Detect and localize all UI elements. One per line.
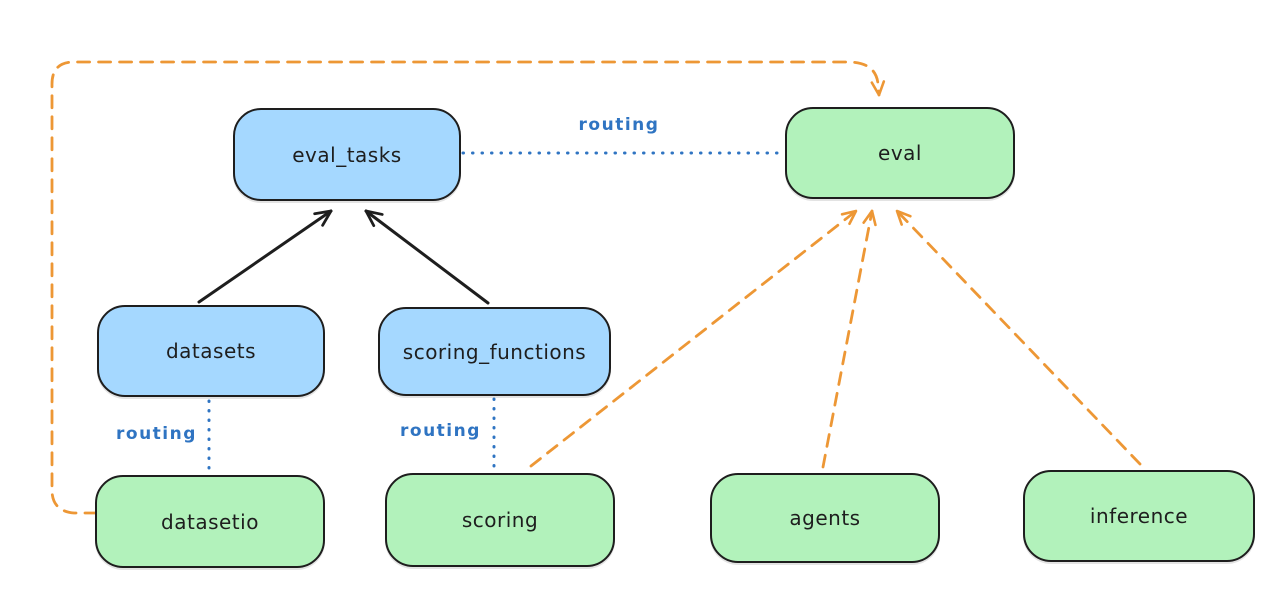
edge-inference-to-eval [895,209,1142,466]
node-datasets-label: datasets [165,339,257,363]
edge-scoring-functions-to-eval-tasks [364,209,490,305]
node-eval: eval [785,107,1015,199]
node-inference-label: inference [1089,504,1189,528]
node-scoring-functions: scoring_functions [378,307,611,396]
node-eval-tasks-label: eval_tasks [292,142,402,167]
node-scoring-label: scoring [461,508,539,532]
node-eval-label: eval [878,141,922,165]
routing-label-scoring-functions-scoring: routing [400,421,481,441]
routing-label-eval-tasks-eval: routing [578,115,660,135]
edge-scoring-to-eval [529,209,858,468]
node-scoring-functions-label: scoring_functions [402,339,587,364]
node-datasetio: datasetio [95,475,325,568]
node-eval-tasks: eval_tasks [233,108,461,201]
node-scoring: scoring [385,473,615,567]
node-agents-label: agents [789,506,861,530]
node-datasetio-label: datasetio [161,509,259,534]
node-inference: inference [1023,470,1255,562]
edge-agents-to-eval [821,209,877,469]
node-agents: agents [710,473,940,563]
node-datasets: datasets [97,305,325,397]
routing-label-datasets-datasetio: routing [116,424,197,444]
edge-datasets-to-eval-tasks [197,209,333,304]
edge-datasetio-to-eval [50,60,886,515]
